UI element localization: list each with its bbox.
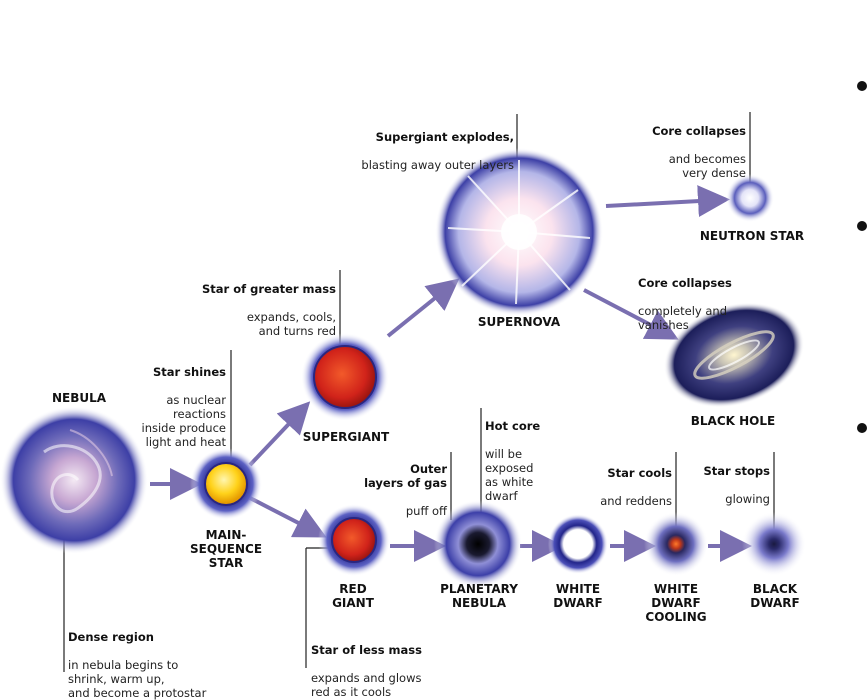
note-hot-core: Hot core will be exposed as white dwarf [485, 405, 565, 503]
note-outer-layers: Outer layers of gas puff off [350, 448, 447, 518]
supernova-illustration [435, 148, 603, 316]
note-body: expands and glows red as it cools [311, 671, 422, 699]
nebula-illustration [0, 406, 148, 554]
arrow-supernova-to-blackhole [583, 288, 679, 340]
note-body: glowing [725, 492, 770, 506]
bullet-point [857, 423, 867, 433]
note-body: and becomes very dense [668, 152, 746, 180]
note-less-mass: Star of less mass expands and glows red … [311, 629, 461, 699]
supergiant-illustration [301, 333, 389, 421]
note-core-collapses-vanishes: Core collapses completely and vanishes [638, 262, 768, 332]
note-star-cools: Star cools and reddens [578, 452, 672, 508]
note-title: Star stops [703, 464, 770, 478]
flow-arrows [150, 185, 752, 562]
note-title: Star cools [607, 466, 672, 480]
white-dwarf-cooling-illustration [644, 512, 708, 576]
note-title: Dense region [68, 630, 154, 644]
white-dwarf-illustration [548, 514, 608, 574]
note-body: blasting away outer layers [361, 158, 514, 172]
note-title: Outer layers of gas [364, 462, 447, 490]
note-body: in nebula begins to shrink, warm up, and… [68, 658, 207, 700]
label-neutron-star: NEUTRON STAR [699, 229, 805, 243]
red-giant-illustration [318, 504, 390, 576]
note-title: Hot core [485, 419, 541, 433]
arrow-supergiant-to-supernova [386, 278, 460, 338]
note-body: completely and vanishes [638, 304, 728, 332]
arrow-main-to-redgiant [249, 496, 327, 538]
note-title: Star of less mass [311, 643, 422, 657]
note-body: and reddens [600, 494, 672, 508]
label-planetary-nebula: PLANETARY NEBULA [440, 582, 518, 610]
bullet-point [857, 81, 867, 91]
note-supergiant-explodes: Supergiant explodes, blasting away outer… [326, 116, 514, 172]
bullet-point [857, 221, 867, 231]
note-body: puff off [405, 504, 447, 518]
main-sequence-star-illustration [190, 448, 262, 520]
label-main-sequence-star: MAIN- SEQUENCE STAR [189, 528, 263, 570]
label-white-dwarf: WHITE DWARF [553, 582, 603, 610]
note-body: expands, cools, and turns red [246, 310, 336, 338]
note-title: Supergiant explodes, [375, 130, 514, 144]
label-black-hole: BLACK HOLE [690, 414, 776, 428]
note-greater-mass: Star of greater mass expands, cools, and… [186, 268, 336, 338]
label-white-dwarf-cooling: WHITE DWARF COOLING [645, 582, 707, 624]
note-star-stops: Star stops glowing [690, 450, 770, 506]
note-title: Core collapses [638, 276, 732, 290]
note-title: Core collapses [652, 124, 746, 138]
label-red-giant: RED GIANT [332, 582, 374, 610]
black-hole-illustration [663, 302, 805, 408]
label-black-dwarf: BLACK DWARF [750, 582, 800, 610]
label-supernova: SUPERNOVA [477, 315, 561, 329]
planetary-nebula-illustration [434, 500, 522, 588]
label-nebula: NEBULA [51, 391, 107, 405]
note-title: Star shines [152, 365, 226, 379]
neutron-star-illustration [726, 174, 774, 222]
black-dwarf-illustration [742, 512, 806, 576]
note-title: Star of greater mass [202, 282, 336, 296]
note-dense-region: Dense region in nebula begins to shrink,… [68, 616, 238, 700]
arrow-supernova-to-neutron [605, 185, 730, 218]
label-supergiant: SUPERGIANT [302, 430, 390, 444]
note-core-collapses-dense: Core collapses and becomes very dense [636, 110, 746, 180]
note-star-shines: Star shines as nuclear reactions inside … [118, 351, 227, 449]
note-body: will be exposed as white dwarf [485, 447, 534, 503]
arrow-main-to-supergiant [248, 401, 311, 467]
note-body: as nuclear reactions inside produce ligh… [141, 393, 227, 449]
